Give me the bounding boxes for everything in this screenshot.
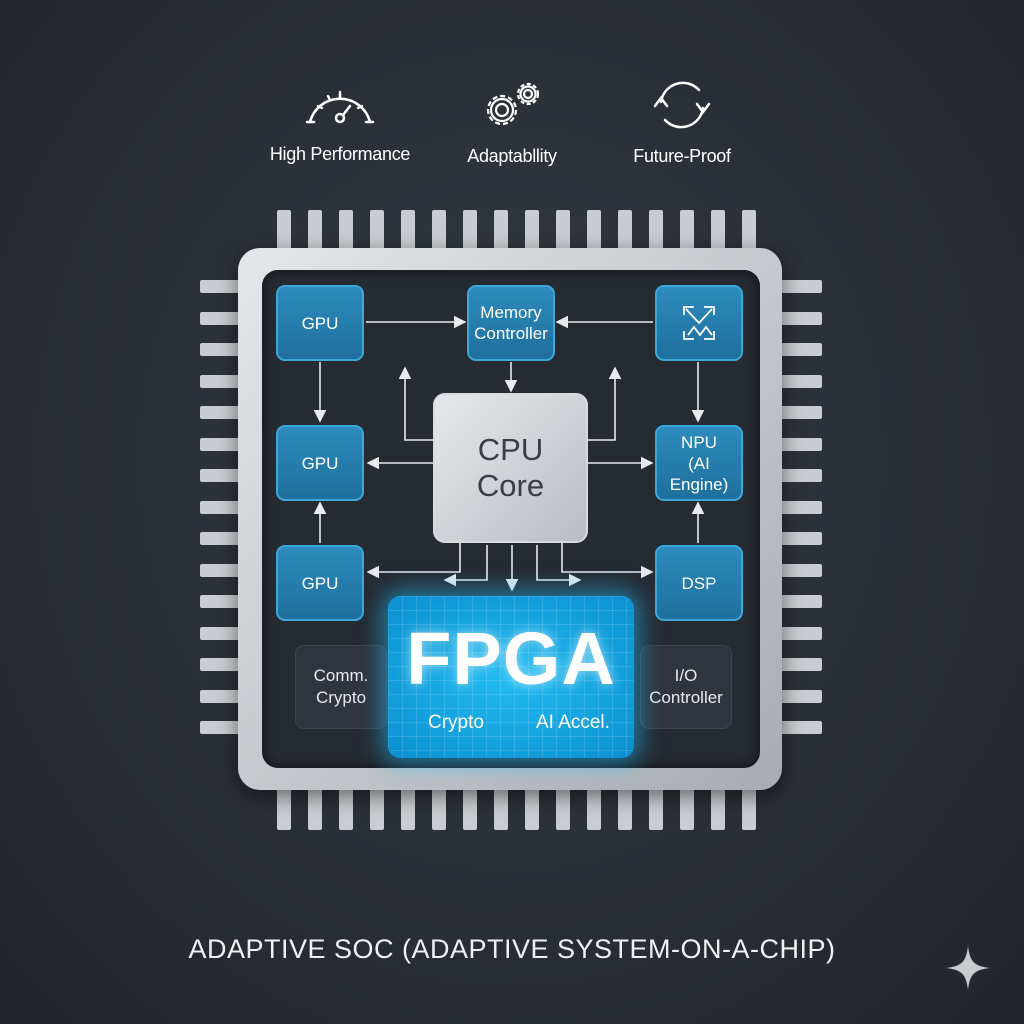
chip-pin [778, 563, 822, 577]
chip-pin [778, 374, 822, 388]
chip-pin [308, 786, 322, 830]
chip-pin [370, 210, 384, 254]
chip-pin [401, 786, 415, 830]
chip-pin [200, 343, 244, 356]
chip-pin [778, 532, 822, 545]
comm-crypto-block[interactable]: Comm.Crypto [295, 645, 387, 729]
chip-pin [200, 689, 244, 703]
chip-pin [649, 210, 663, 254]
chip-pin [778, 280, 822, 293]
interconnect-icon [683, 306, 715, 340]
feature-adaptability: Adaptabllity [412, 78, 612, 167]
chip-pin [587, 786, 601, 830]
feature-label: High Performance [269, 144, 411, 164]
chip-pin [200, 563, 244, 577]
chip-pin [778, 595, 822, 608]
chip-pin [778, 406, 822, 419]
chip-pin [200, 374, 244, 388]
refresh-cycle-icon [653, 81, 711, 129]
chip-pin [618, 210, 632, 254]
chip-pin [200, 532, 244, 545]
chip-pin [618, 786, 632, 830]
chip-pin [525, 210, 539, 254]
chip-pin [200, 500, 244, 514]
chip-pin [277, 786, 291, 830]
feature-label: Adaptabllity [467, 146, 557, 166]
chip-pin [525, 786, 539, 830]
chip-pin [277, 210, 291, 254]
chip-pin [494, 210, 508, 254]
gpu-block-2[interactable]: GPU [276, 425, 364, 501]
chip-pin [778, 626, 822, 640]
chip-pin [463, 210, 477, 254]
chip-pin [200, 406, 244, 419]
chip-pin [778, 689, 822, 703]
chip-pin [778, 311, 822, 325]
chip-pin [370, 786, 384, 830]
chip-pin [778, 500, 822, 514]
feature-label: Future-Proof [633, 146, 731, 166]
fpga-block[interactable]: FPGA Crypto AI Accel. [388, 596, 634, 758]
chip-pin [778, 437, 822, 451]
chip-pin [587, 210, 601, 254]
chip-pin [200, 658, 244, 671]
interconnect-block[interactable] [655, 285, 743, 361]
gpu-block-1[interactable]: GPU [276, 285, 364, 361]
chip-pin [778, 469, 822, 482]
chip-pin [432, 210, 446, 254]
chip-pin [680, 210, 694, 254]
npu-block[interactable]: NPU(AI Engine) [655, 425, 743, 501]
chip-pin [742, 210, 756, 254]
dsp-block[interactable]: DSP [655, 545, 743, 621]
gpu-block-3[interactable]: GPU [276, 545, 364, 621]
chip-pin [339, 210, 353, 254]
block-label: GPU [301, 453, 339, 473]
block-label: Comm.Crypto [313, 666, 369, 707]
chip-pin [401, 210, 415, 254]
chip-pin [339, 786, 353, 830]
chip-pin [463, 786, 477, 830]
chip-pin [432, 786, 446, 830]
diagram-title: ADAPTIVE SOC (ADAPTIVE SYSTEM-ON-A-CHIP) [188, 934, 836, 964]
chip-pin [200, 595, 244, 608]
chip-pin [711, 210, 725, 254]
block-label: NPU(AI Engine) [669, 432, 729, 494]
chip-pin [200, 280, 244, 293]
chip-pin [680, 786, 694, 830]
fpga-title: FPGA [406, 617, 616, 700]
chip-pin [742, 786, 756, 830]
gears-icon [486, 82, 540, 126]
chip-pin [308, 210, 322, 254]
chip-pin [200, 469, 244, 482]
sparkle-icon [946, 946, 990, 990]
feature-high-performance: High Performance [240, 78, 440, 165]
fpga-ai-accel-label: AI Accel. [536, 712, 610, 733]
block-label: GPU [301, 573, 339, 593]
chip-pin [200, 311, 244, 325]
chip-pin [200, 721, 244, 734]
chip-pin [711, 786, 725, 830]
chip-pin [649, 786, 663, 830]
chip-pin [556, 210, 570, 254]
chip-pin [778, 658, 822, 671]
block-label: DSP [681, 573, 717, 593]
feature-future-proof: Future-Proof [582, 78, 782, 167]
chip-pin [778, 721, 822, 734]
block-label: GPU [301, 313, 339, 333]
fpga-crypto-label: Crypto [428, 712, 484, 733]
chip-pin [200, 437, 244, 451]
chip-pin [200, 626, 244, 640]
chip-pin [778, 343, 822, 356]
speedometer-icon [305, 90, 375, 124]
chip-pin [556, 786, 570, 830]
chip-pin [494, 786, 508, 830]
